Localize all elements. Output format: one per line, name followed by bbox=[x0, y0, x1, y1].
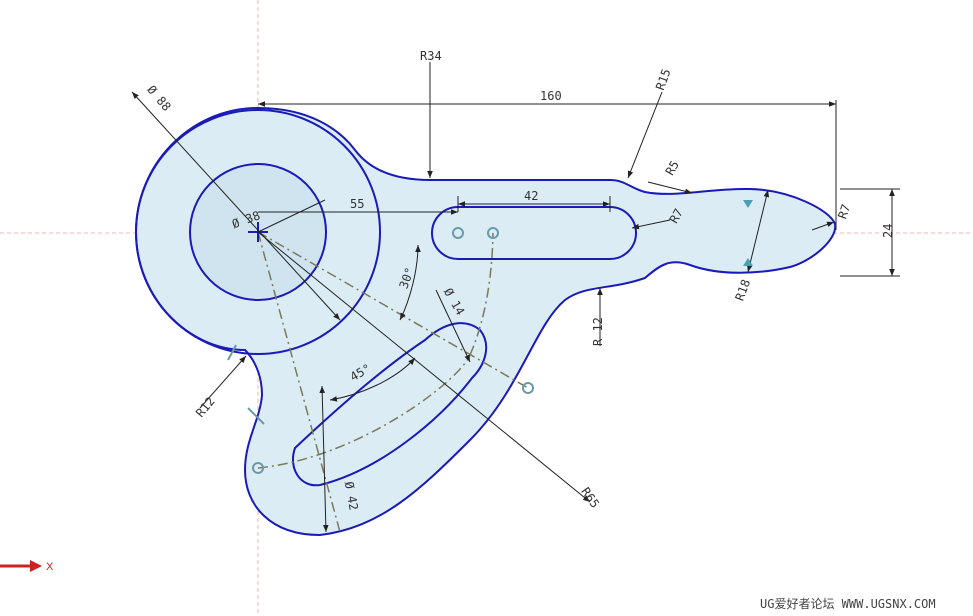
r18-upper-marker bbox=[743, 200, 753, 208]
x-axis-arrow-icon bbox=[0, 560, 42, 572]
straight-slot[interactable] bbox=[431, 206, 637, 260]
x-axis-label: X bbox=[46, 561, 54, 573]
sketch-points bbox=[227, 227, 534, 474]
dim-r65: R65 bbox=[578, 485, 602, 511]
dim-diameter-88: Ø 88 bbox=[144, 83, 173, 114]
dim-height-24: 24 bbox=[881, 224, 895, 238]
construction-lines bbox=[257, 231, 529, 533]
dim-r12-left: R12 bbox=[193, 394, 218, 420]
dimension-lines bbox=[131, 62, 900, 533]
dim-r12-right: R 12 bbox=[591, 317, 605, 346]
dim-r18: R18 bbox=[733, 277, 754, 302]
forum-watermark: UG爱好者论坛 WWW.UGSNX.COM bbox=[760, 597, 936, 611]
dim-length-42: 42 bbox=[524, 189, 538, 203]
dim-length-160: 160 bbox=[540, 89, 562, 103]
dim-diameter-42: Ø 42 bbox=[342, 480, 361, 511]
dim-length-55: 55 bbox=[350, 197, 364, 211]
r18-lower-marker bbox=[743, 258, 753, 266]
dim-r34: R34 bbox=[420, 49, 442, 63]
dim-r7-slot: R7 bbox=[667, 206, 686, 226]
dim-r15: R15 bbox=[653, 67, 674, 92]
dim-r5: R5 bbox=[663, 158, 682, 178]
dim-angle-30: 30° bbox=[397, 265, 418, 290]
dim-r7-tip: R7 bbox=[835, 202, 853, 220]
